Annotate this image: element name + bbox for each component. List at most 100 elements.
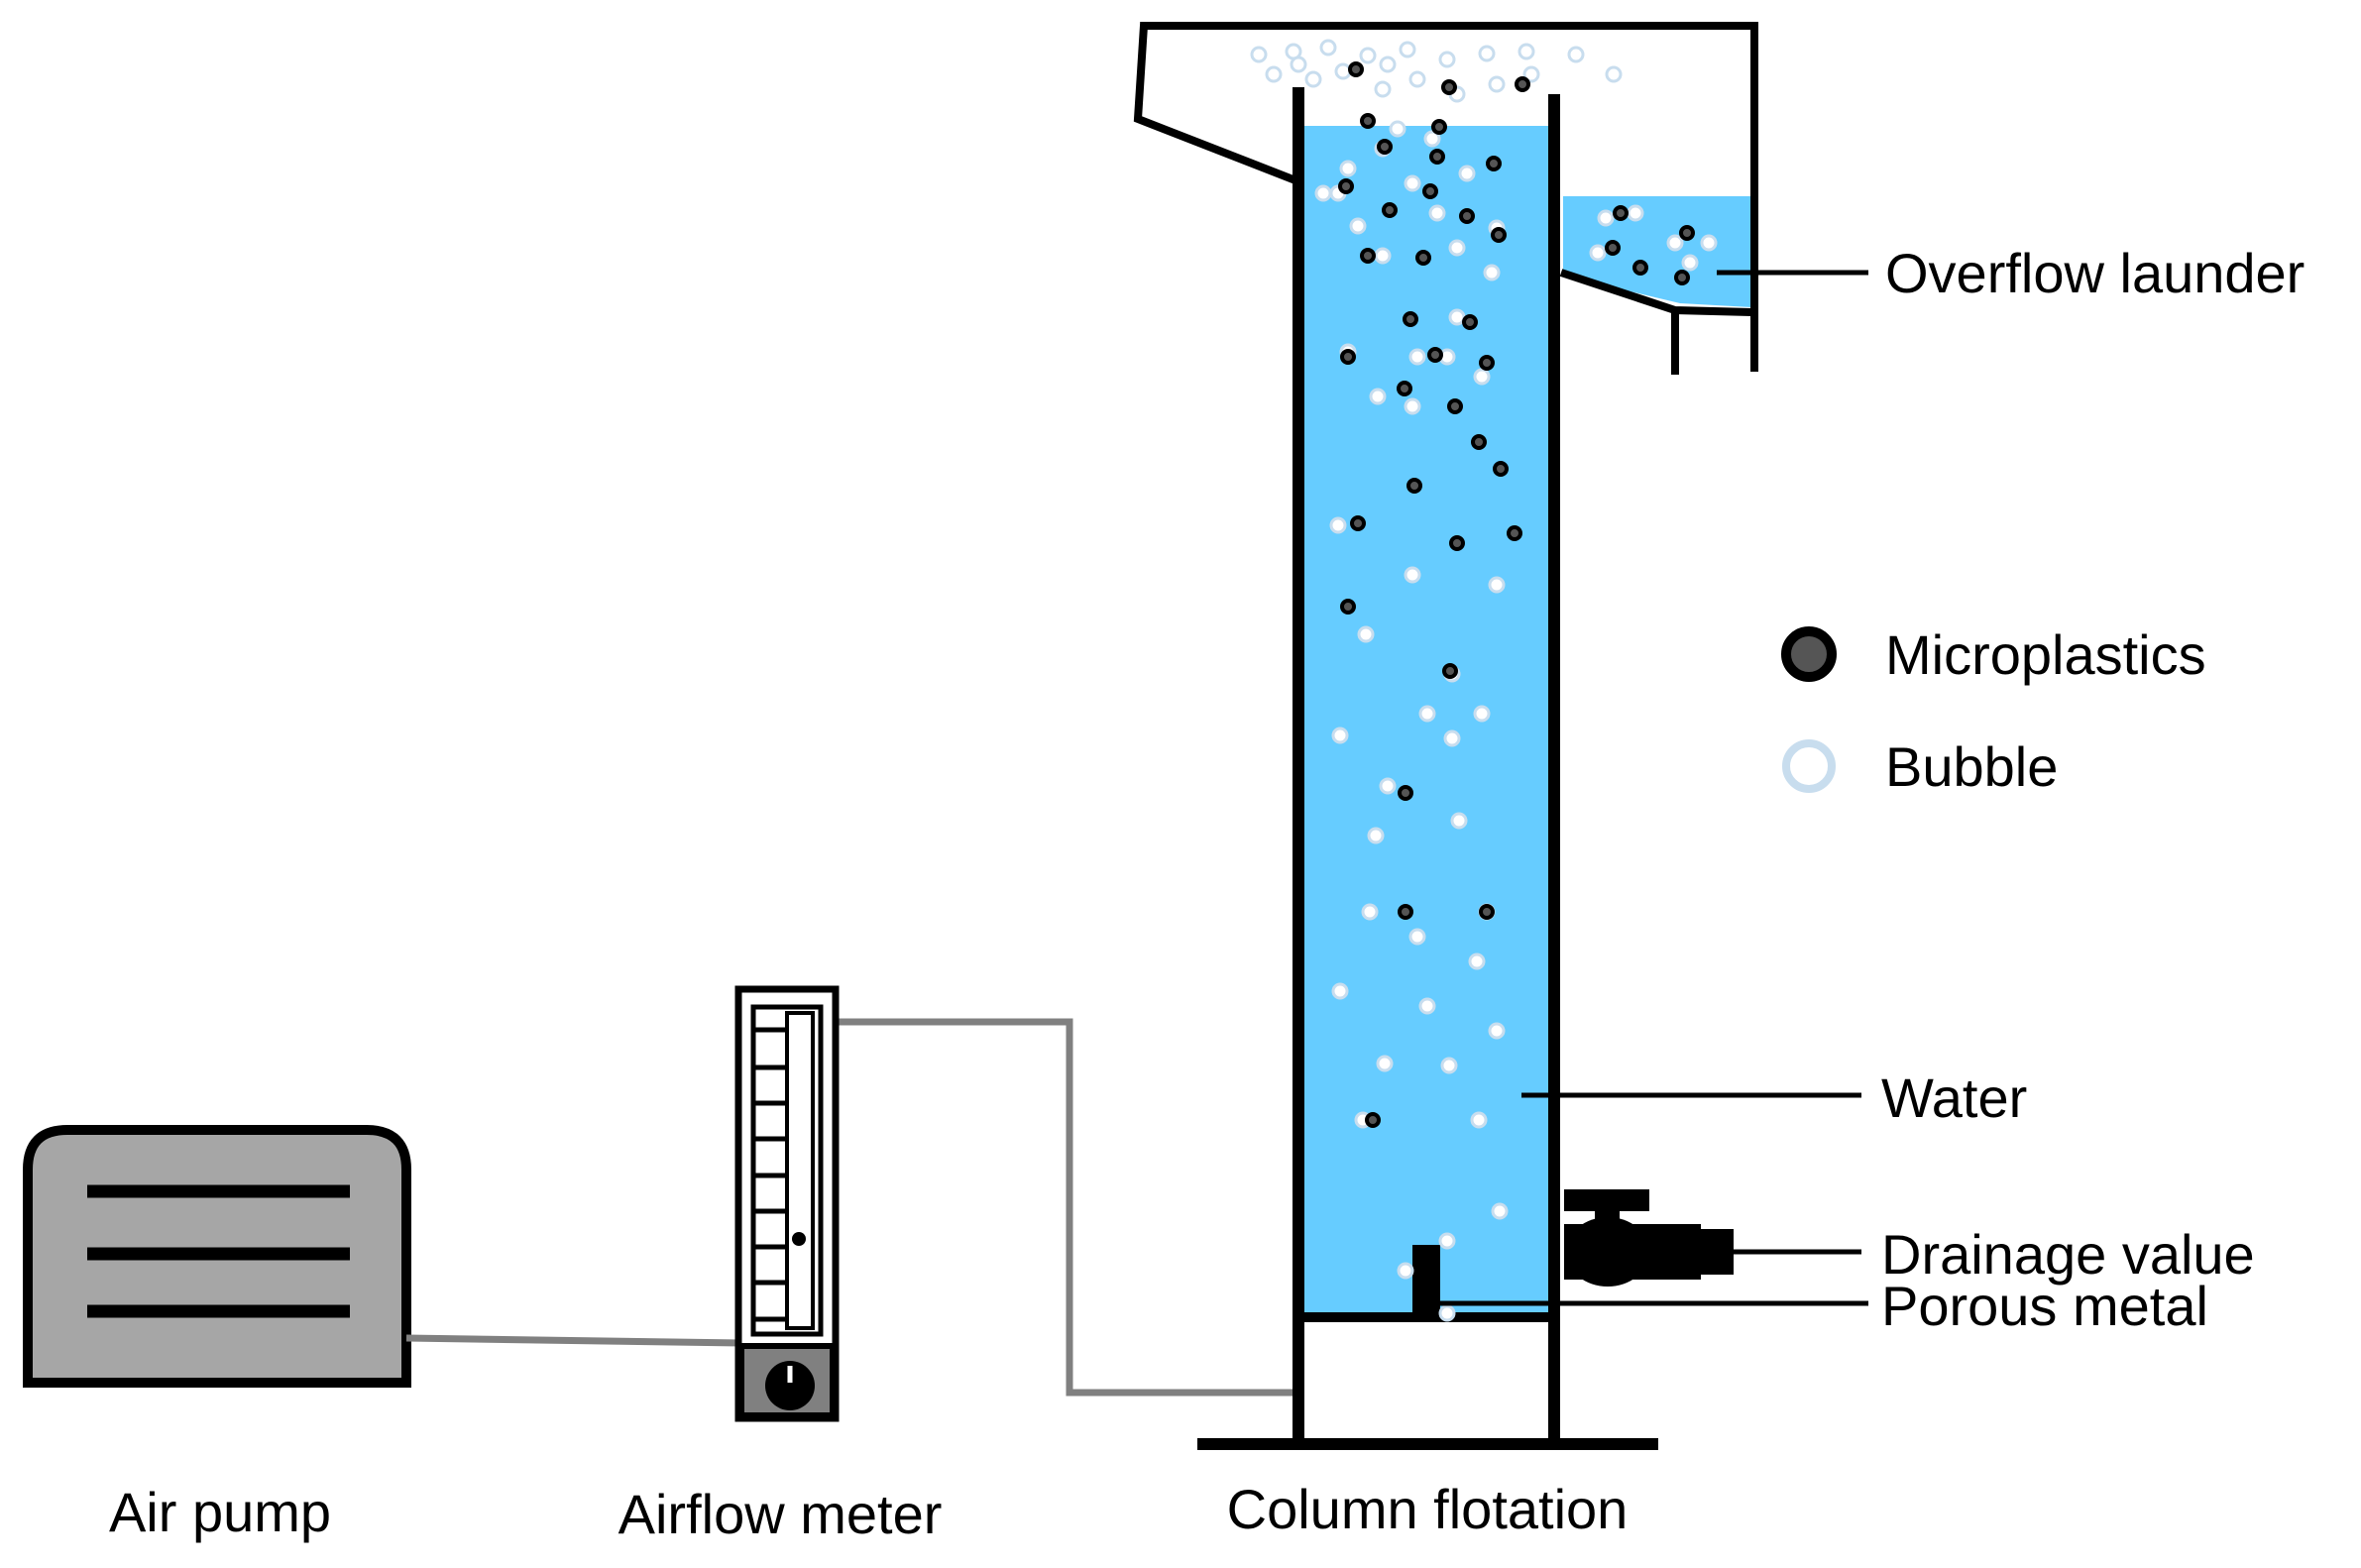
bubble-icon (1304, 70, 1322, 88)
bubble-markers (1250, 39, 1718, 1322)
bubble-icon (1473, 368, 1491, 386)
microplastic-icon (1493, 461, 1509, 477)
microplastic-icon (1679, 225, 1695, 241)
microplastic-icon (1338, 178, 1354, 194)
bubble-icon (1438, 1232, 1456, 1250)
drainage-valve-icon (1564, 1189, 1734, 1287)
bubble-icon (1367, 827, 1385, 844)
bubble-icon (1488, 75, 1506, 93)
bubble-icon (1483, 264, 1501, 281)
microplastic-icon (1486, 156, 1502, 171)
microplastic-icon (1431, 119, 1447, 135)
bubble-icon (1468, 952, 1486, 970)
microplastic-icon (1479, 355, 1495, 371)
bubble-icon (1334, 62, 1352, 80)
microplastic-icon (1403, 311, 1418, 327)
microplastic-icon (1340, 349, 1356, 365)
air-pump-icon (23, 1125, 411, 1388)
microplastic-icon (1447, 398, 1463, 414)
bubble-icon (1408, 348, 1426, 366)
bubble-icon (1250, 46, 1268, 63)
microplastic-icon (1365, 1112, 1381, 1128)
bubble-icon (1458, 165, 1476, 182)
microplastic-icon (1479, 904, 1495, 920)
bubble-icon (1597, 209, 1615, 227)
bubble-icon (1408, 70, 1426, 88)
bubble-icon (1567, 46, 1585, 63)
microplastic-icon (1442, 663, 1458, 679)
bubble-icon (1589, 244, 1607, 262)
bubble-icon (1491, 1202, 1509, 1220)
bubble-icon (1450, 812, 1468, 830)
bubble-icon (1488, 1022, 1506, 1040)
bubble-icon (1329, 516, 1347, 534)
air-pump-label: Air pump (109, 1481, 331, 1543)
microplastic-icon (1415, 250, 1431, 266)
bubble-icon (1408, 928, 1426, 946)
porous-metal-label: Porous metal (1881, 1275, 2208, 1337)
bubble-icon (1448, 308, 1466, 326)
bubble-icon (1470, 1111, 1488, 1129)
microplastic-icon (1360, 248, 1376, 264)
bubble-icon (1397, 1262, 1414, 1280)
bubble-icon (1473, 705, 1491, 723)
legend-bubble: Bubble (1885, 735, 2058, 798)
microplastic-icon (1462, 314, 1478, 330)
bubble-icon (1319, 39, 1337, 56)
bubble-icon (1478, 45, 1496, 62)
microplastic-icon (1613, 205, 1629, 221)
overflow-launder-label: Overflow launder (1885, 242, 2305, 304)
bubble-icon (1374, 247, 1392, 265)
microplastic-icon (1471, 434, 1487, 450)
bubble-icon (1438, 51, 1456, 68)
microplastic-icon (1632, 260, 1648, 276)
bubble-icon (1379, 56, 1397, 73)
bubble-icon (1389, 120, 1406, 138)
bubble-icon (1376, 1055, 1394, 1072)
airflow-meter-icon (734, 985, 840, 1422)
legend-microplastics: Microplastics (1885, 623, 2206, 686)
water-label: Water (1881, 1066, 2027, 1129)
microplastic-icon (1491, 227, 1507, 243)
bubble-icon (1404, 566, 1421, 584)
microplastic-icon (1398, 904, 1413, 920)
bubble-icon (1666, 234, 1684, 252)
bubble-icon (1627, 204, 1644, 222)
column-flotation-label: Column flotation (1227, 1478, 1629, 1540)
bubble-icon (1488, 576, 1506, 594)
microplastic-icon (1340, 599, 1356, 615)
microplastic-markers (1338, 61, 1695, 1128)
bubble-icon (1369, 388, 1387, 405)
bubble-icon (1331, 727, 1349, 744)
bubble-icon (1339, 160, 1357, 177)
bubble-legend-icon (1782, 739, 1836, 793)
drainage-valve-label: Drainage value (1881, 1223, 2255, 1286)
microplastic-icon (1360, 113, 1376, 129)
microplastic-icon (1459, 208, 1475, 224)
bubble-icon (1361, 903, 1379, 921)
microplastic-icon (1441, 79, 1457, 95)
bubble-icon (1438, 1304, 1456, 1322)
microplastic-icon (1422, 183, 1438, 199)
bubble-icon (1428, 204, 1446, 222)
bubble-icon (1423, 130, 1441, 148)
bubble-icon (1605, 65, 1623, 83)
bubble-icon (1700, 234, 1718, 252)
microplastic-icon (1674, 270, 1690, 285)
legend: Microplastics Bubble (1781, 623, 2206, 798)
microplastic-icon (1350, 515, 1366, 531)
microplastic-icon (1449, 535, 1465, 551)
bubble-icon (1290, 56, 1307, 73)
air-tubing (405, 1018, 1298, 1397)
bubble-icon (1399, 41, 1416, 58)
bubble-icon (1379, 777, 1397, 795)
bubble-icon (1518, 43, 1535, 60)
bubble-icon (1418, 997, 1436, 1015)
callout-lines (1437, 270, 1868, 1306)
bubble-icon (1681, 254, 1699, 272)
bubble-icon (1448, 239, 1466, 257)
bubble-icon (1418, 705, 1436, 723)
microplastic-icon (1507, 525, 1522, 541)
bubble-icon (1314, 184, 1332, 202)
